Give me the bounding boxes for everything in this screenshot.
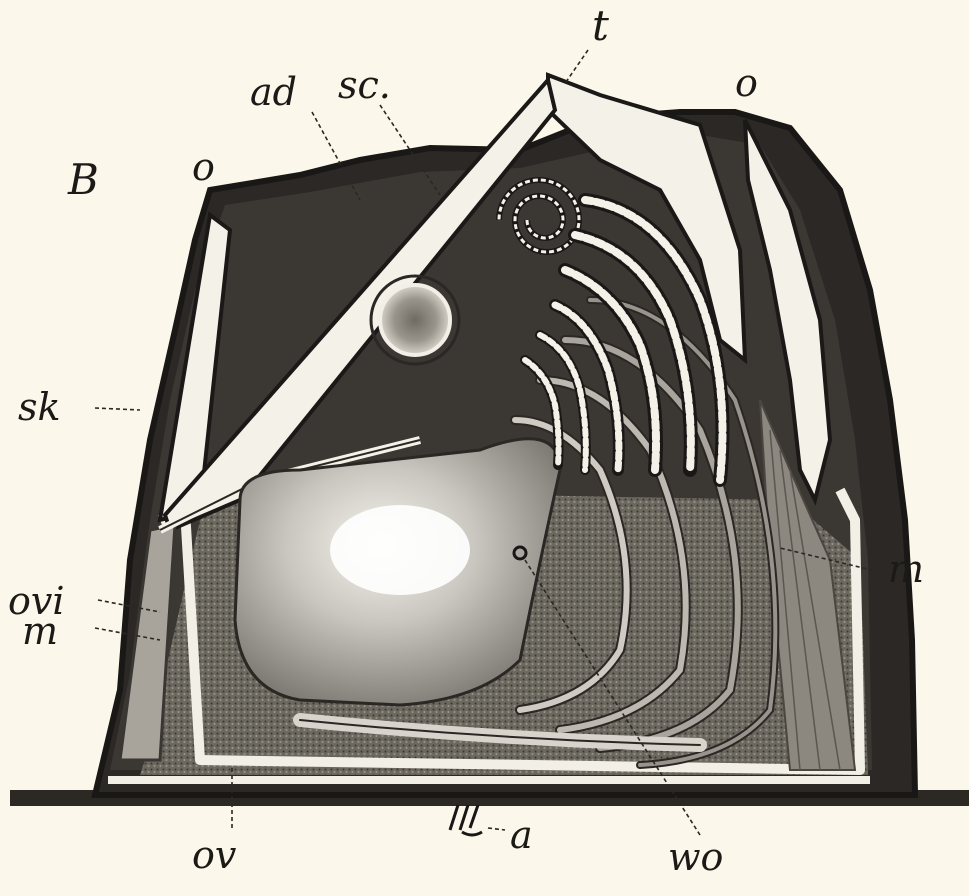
attachment-filaments <box>450 805 482 835</box>
label-a: a <box>510 813 533 857</box>
label-ad: ad <box>250 70 297 114</box>
adductor-muscle <box>380 285 450 355</box>
label-o-left: o <box>192 145 215 189</box>
label-t: t <box>592 1 609 50</box>
label-ov: ov <box>192 833 237 877</box>
label-m-left: m <box>22 609 58 653</box>
body-highlight <box>330 505 470 595</box>
label-o-right: o <box>735 61 758 105</box>
panel-letter: B <box>67 155 99 204</box>
label-m-right: m <box>888 547 924 591</box>
label-sk: sk <box>18 385 61 429</box>
label-sc: sc. <box>338 63 391 107</box>
label-wo: wo <box>668 835 723 879</box>
